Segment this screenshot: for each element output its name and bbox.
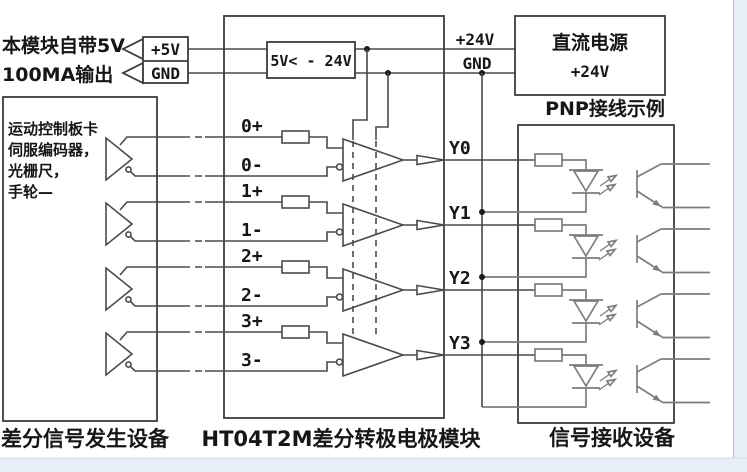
channel-0-graphics	[105, 130, 711, 213]
power-supply-box: 直流电源 +24V	[514, 15, 666, 96]
source-desc-3: 光栅尺，	[7, 162, 68, 180]
ch1-minus-label: 1-	[241, 220, 263, 241]
vplus-rail-drop	[352, 49, 368, 140]
source-desc-4: 手轮—	[8, 183, 53, 201]
junction-dot	[479, 339, 485, 345]
power-tap-box: +5V GND	[120, 36, 189, 85]
right-page-margin	[734, 0, 747, 472]
pnp-example-caption: PNP接线示例	[545, 97, 665, 120]
channel-1-graphics	[105, 195, 711, 278]
gnd-rail-drop	[375, 73, 389, 140]
converter-label: 5V< - 24V	[270, 52, 351, 70]
source-desc-1: 运动控制板卡	[8, 120, 98, 138]
ch0-minus-label: 0-	[241, 155, 263, 176]
ch3-minus-label: 3-	[241, 350, 263, 371]
arrow-left-icon	[120, 37, 144, 61]
source-desc-2: 伺服编码器，	[7, 141, 98, 159]
bottom-page-margin	[0, 458, 747, 472]
receiver-box	[517, 124, 675, 424]
channel-2-graphics	[105, 260, 711, 343]
tap-pin-gnd: GND	[151, 64, 180, 83]
junction-dot	[479, 274, 485, 280]
tap-pin-5v: +5V	[151, 40, 180, 59]
power-supply-name: 直流电源	[552, 31, 628, 54]
arrow-left-icon	[120, 61, 144, 85]
converter-box: 5V< - 24V	[266, 41, 356, 79]
source-device-box	[2, 96, 158, 422]
receiver-caption: 信号接收设备	[549, 426, 676, 450]
ch3-out-label: Y3	[449, 333, 471, 354]
ch3-plus-label: 3+	[241, 311, 263, 332]
ch2-plus-label: 2+	[241, 246, 263, 267]
ch0-out-label: Y0	[449, 138, 471, 159]
junction-dot	[479, 209, 485, 215]
module-caption: HT04T2M差分转极电极模块	[202, 427, 482, 451]
module-box	[223, 15, 445, 419]
ch1-out-label: Y1	[449, 203, 471, 224]
ch0-plus-label: 0+	[241, 116, 263, 137]
channel-3-graphics	[105, 325, 711, 408]
ch1-plus-label: 1+	[241, 181, 263, 202]
rail-label-24v: +24V	[456, 30, 495, 49]
top-note-line1: 本模块自带5V	[2, 34, 125, 57]
power-supply-voltage: +24V	[571, 62, 610, 81]
rail-label-gnd: GND	[463, 54, 492, 73]
top-note-line2: 100MA输出	[2, 63, 113, 86]
ch2-out-label: Y2	[449, 268, 471, 289]
ch2-minus-label: 2-	[241, 285, 263, 306]
source-device-caption: 差分信号发生设备	[1, 427, 170, 451]
